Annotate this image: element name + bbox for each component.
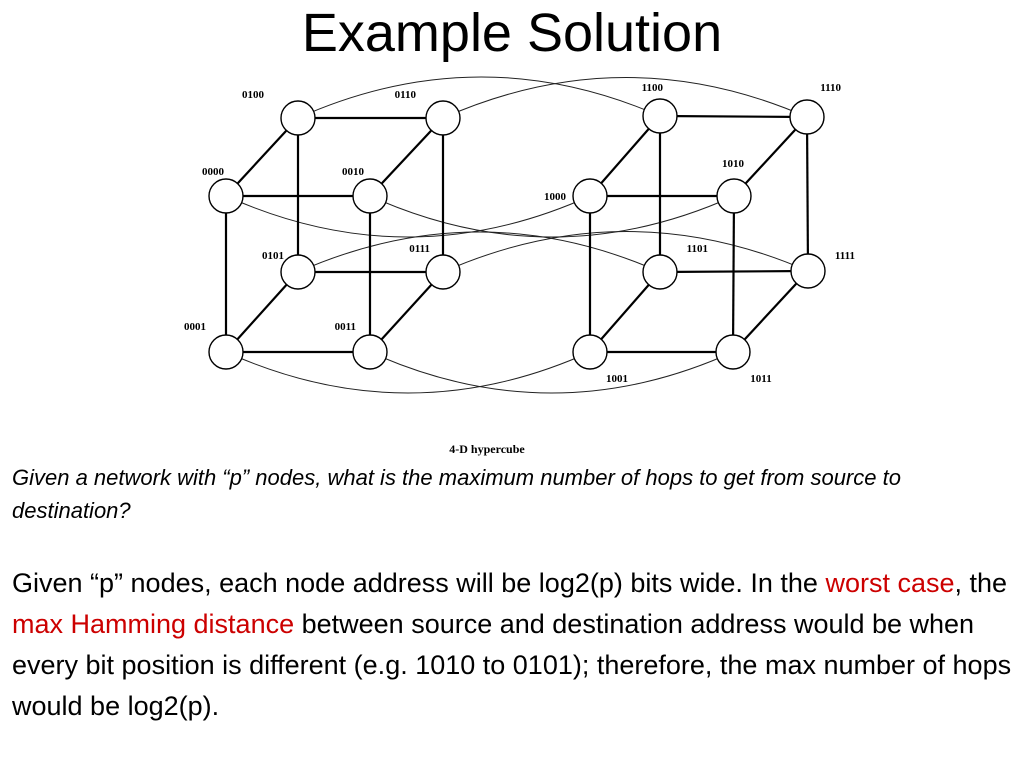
cube-edge-0011-0111: [369, 271, 444, 353]
cube-edge-1011-1111: [732, 270, 809, 353]
cube-edge-0010-0110: [369, 117, 444, 197]
node-label-1011: 1011: [750, 373, 771, 385]
cube-edge-1100-1110: [659, 114, 808, 119]
node-0101: [280, 254, 316, 290]
node-label-0100: 0100: [242, 89, 265, 101]
node-0110: [425, 100, 461, 136]
answer-part-1: Given “p” nodes, each node address will …: [12, 568, 826, 598]
node-label-1010: 1010: [722, 158, 745, 170]
diagram-caption: 4-D hypercube: [449, 442, 525, 456]
node-label-0111: 0111: [409, 243, 430, 255]
node-label-1111: 1111: [835, 250, 855, 262]
node-labels: 0000 0001 0010 0011 0100 0101 0110 0111 1000 1001…: [184, 82, 855, 385]
node-1110: [789, 99, 825, 135]
node-1111: [790, 253, 826, 289]
dimension-link-0000-1000: [225, 195, 591, 238]
node-1000: [572, 178, 608, 214]
node-label-0110: 0110: [395, 89, 417, 101]
node-label-1001: 1001: [606, 373, 628, 385]
worst-case-highlight: worst case: [825, 568, 955, 598]
dimension-link-0001-1001: [225, 351, 591, 394]
hypercube-diagram: 0000 0001 0010 0011 0100 0101 0110 0111 1000 1001…: [184, 76, 855, 456]
dimension-link-0111-1111: [442, 231, 809, 273]
node-1010: [716, 178, 752, 214]
node-label-1000: 1000: [544, 191, 567, 203]
node-0111: [425, 254, 461, 290]
cube-edge-1101-1111: [659, 269, 809, 274]
dimension-link-0010-1010: [369, 195, 735, 238]
node-1100: [642, 98, 678, 134]
dimension-links: [225, 76, 809, 394]
cube-edge-1010-1011: [731, 195, 736, 353]
cube-edge-1010-1110: [733, 116, 808, 197]
dimension-link-0100-1100: [297, 76, 661, 119]
node-label-1100: 1100: [642, 82, 664, 94]
node-label-0001: 0001: [184, 321, 206, 333]
answer-part-2: , the: [954, 568, 1008, 598]
question-text: Given a network with “p” nodes, what is …: [12, 465, 901, 523]
node-0011: [352, 334, 388, 370]
node-label-0000: 0000: [202, 166, 225, 178]
dimension-link-0110-1110: [442, 77, 808, 119]
cube-edge-1110-1111: [805, 116, 810, 272]
node-label-0101: 0101: [262, 250, 284, 262]
dimension-link-0101-1101: [297, 231, 661, 273]
node-0010: [352, 178, 388, 214]
node-1001: [572, 334, 608, 370]
node-label-1101: 1101: [687, 243, 708, 255]
node-0001: [208, 334, 244, 370]
node-label-0011: 0011: [335, 321, 356, 333]
cube-edge-1000-1100: [589, 115, 661, 197]
cube-edge-1001-1101: [589, 271, 661, 353]
answer-text: Given “p” nodes, each node address will …: [12, 563, 1012, 727]
cube-nodes: [208, 98, 826, 370]
node-1101: [642, 254, 678, 290]
node-0000: [208, 178, 244, 214]
dimension-link-0011-1011: [369, 351, 734, 394]
slide-title: Example Solution: [301, 3, 723, 63]
node-label-0010: 0010: [342, 166, 365, 178]
cube-edge-0001-0101: [225, 271, 299, 353]
node-0100: [280, 100, 316, 136]
hamming-distance-highlight: max Hamming distance: [12, 609, 295, 639]
node-1011: [715, 334, 751, 370]
answer-part-3: between source and destination address w…: [12, 609, 1012, 721]
node-label-1110: 1110: [820, 82, 841, 94]
